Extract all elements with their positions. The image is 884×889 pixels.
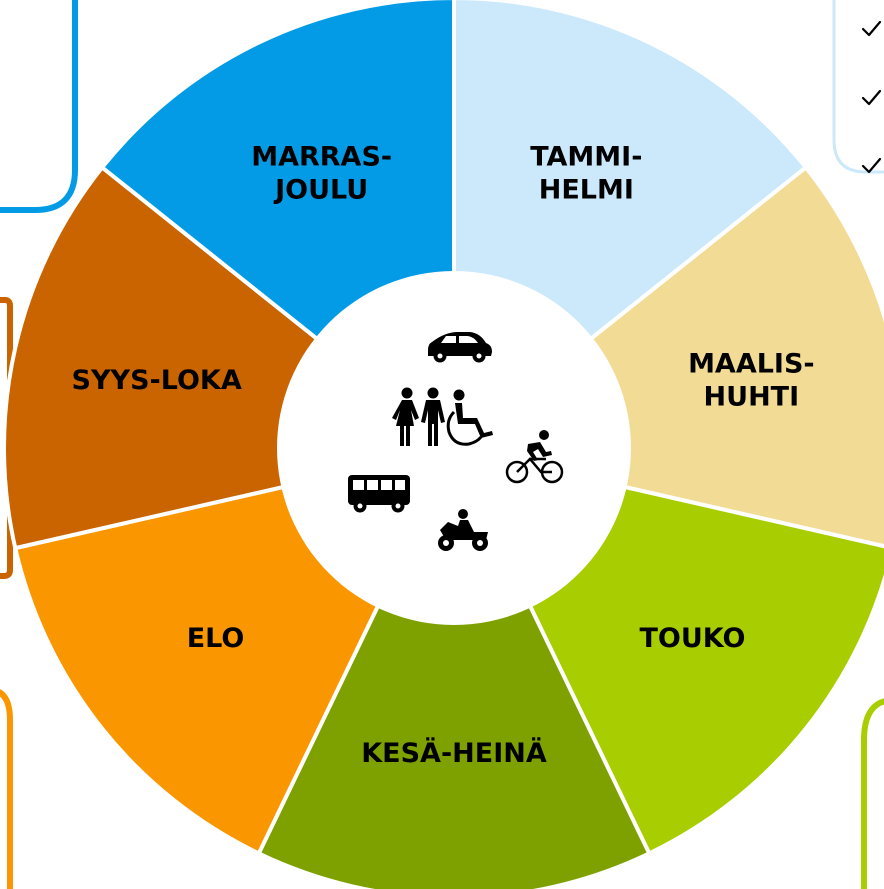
car-icon [428, 332, 492, 363]
cyclist-icon [505, 430, 564, 484]
frame-top-left [0, 0, 78, 213]
frame-bottom-left [0, 689, 13, 889]
segment-label-line: HELMI [539, 175, 634, 206]
checklist [861, 20, 882, 174]
frame-top-right [832, 0, 884, 174]
segment-label-line: SYYS-LOKA [72, 365, 242, 396]
segment-label-kesa-heina: KESÄ-HEINÄ [361, 737, 547, 769]
segment-label-syys-loka: SYYS-LOKA [72, 365, 242, 396]
bus-icon [348, 475, 410, 513]
segment-label-elo: ELO [187, 623, 245, 654]
segment-label-line: TOUKO [639, 623, 745, 654]
motorcycle-icon [438, 509, 488, 551]
checkmark-icon [861, 20, 882, 37]
segment-label-touko: TOUKO [639, 623, 745, 654]
segment-label-line: HUHTI [704, 382, 800, 413]
segment-label-line: MARRAS- [251, 142, 392, 173]
segment-label-maalis-huhti: MAALIS-HUHTI [688, 349, 815, 413]
checkmark-icon [861, 89, 882, 106]
center-icons [348, 332, 564, 551]
segment-label-line: KESÄ-HEINÄ [361, 737, 547, 769]
wheelchair-icon [446, 389, 493, 446]
segment-label-marras-joulu: MARRAS-JOULU [251, 142, 392, 206]
segment-label-line: MAALIS- [688, 349, 815, 380]
wheel-labels: TAMMI-HELMI MAALIS-HUHTI TOUKO KESÄ-HEINÄ EL… [72, 142, 815, 769]
segment-label-tammi-helmi: TAMMI-HELMI [530, 142, 642, 206]
checkmark-icon [861, 157, 882, 174]
segment-label-line: JOULU [273, 175, 368, 206]
segment-kesa-heina [256, 443, 652, 889]
segment-label-line: ELO [187, 623, 245, 654]
pedestrians-icon [392, 387, 445, 446]
segment-label-line: TAMMI- [530, 142, 642, 173]
frame-bottom-right [861, 698, 884, 889]
center-circle [277, 271, 631, 625]
